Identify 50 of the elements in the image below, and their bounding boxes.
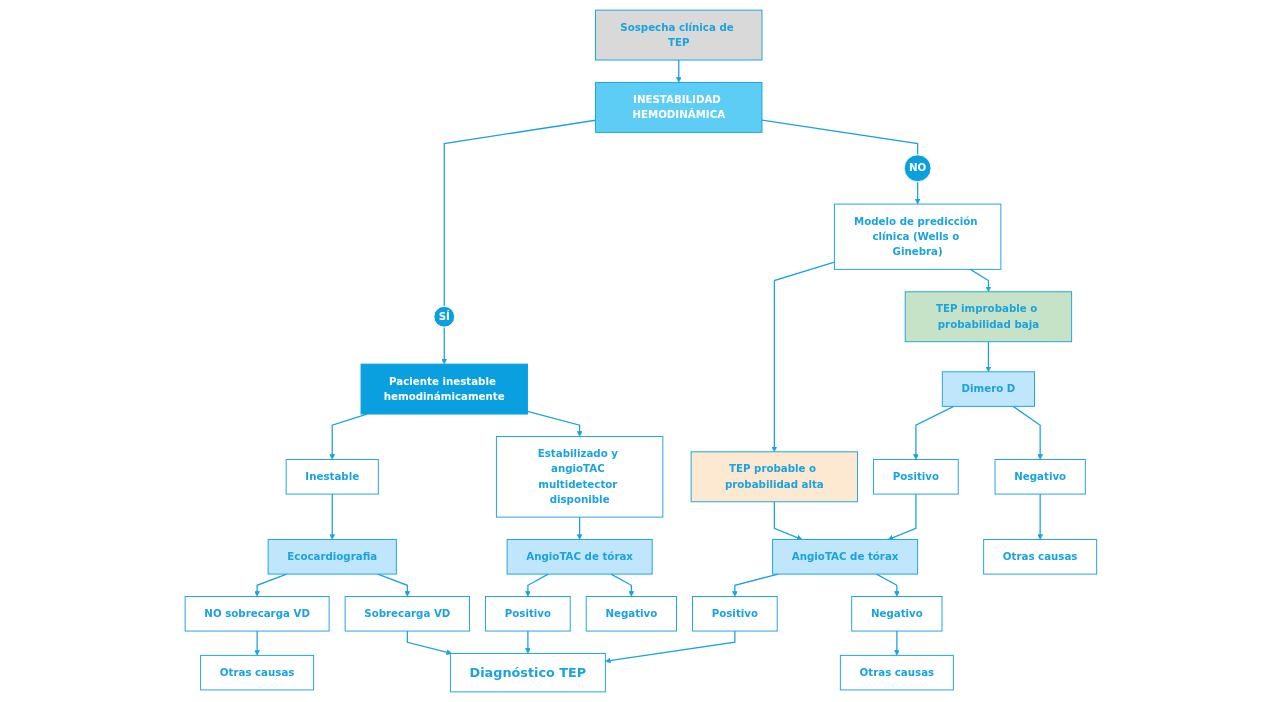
arrow bbox=[773, 501, 803, 541]
arrow bbox=[875, 573, 900, 597]
node-box: Modelo de predicción clínica (Wells o Ginebra) bbox=[834, 203, 1002, 270]
node-box: AngioTAC de tórax bbox=[506, 539, 653, 575]
arrow bbox=[526, 410, 583, 437]
arrow bbox=[771, 261, 836, 453]
node-box: AngioTAC de tórax bbox=[772, 539, 919, 575]
node-box: Paciente inestable hemodinámicamente bbox=[360, 363, 529, 415]
arrow bbox=[525, 630, 531, 654]
arrow bbox=[441, 326, 448, 365]
node-box: Sospecha clínica de TEP bbox=[595, 9, 763, 61]
arrow bbox=[605, 630, 736, 664]
arrow bbox=[576, 516, 583, 540]
node-box: Negativo bbox=[585, 596, 678, 632]
node-box: Positivo bbox=[873, 459, 959, 495]
arrow bbox=[610, 573, 635, 597]
node-box: Negativo bbox=[994, 459, 1086, 495]
node-box: Positivo bbox=[485, 596, 571, 632]
node-box: Otras causas bbox=[200, 654, 315, 691]
node-box: Otras causas bbox=[839, 654, 954, 691]
arrow bbox=[887, 493, 917, 541]
arrow bbox=[913, 405, 955, 460]
node-box: NO sobrecarga VD bbox=[184, 596, 330, 632]
arrow bbox=[969, 268, 992, 293]
connector bbox=[443, 119, 597, 307]
node-box: Otras causas bbox=[983, 539, 1098, 575]
node-box: Negativo bbox=[851, 596, 943, 632]
node-circle: SÍ bbox=[433, 305, 456, 328]
node-circle: NO bbox=[903, 154, 932, 183]
arrow bbox=[525, 573, 549, 597]
node-box: Inestable bbox=[285, 459, 379, 495]
node-box: Estabilizado y angioTAC multidetector disponible bbox=[496, 435, 664, 518]
arrow bbox=[985, 341, 992, 373]
node-box: Diagnóstico TEP bbox=[450, 653, 606, 693]
connector bbox=[761, 119, 919, 156]
node-box: Dimero D bbox=[941, 371, 1036, 407]
node-box: INESTABILIDAD HEMODINÁMICA bbox=[595, 81, 763, 133]
arrow bbox=[914, 181, 921, 205]
arrow bbox=[676, 59, 682, 83]
arrow bbox=[1012, 405, 1044, 460]
arrow bbox=[894, 630, 900, 656]
node-box: Sobrecarga VD bbox=[344, 596, 471, 632]
arrow bbox=[329, 493, 336, 540]
node-box: TEP improbable o probabilidad baja bbox=[904, 291, 1073, 343]
node-box: TEP probable o probabilidad alta bbox=[690, 451, 859, 503]
arrow bbox=[406, 630, 453, 655]
arrow bbox=[1037, 493, 1044, 540]
node-box: Positivo bbox=[692, 596, 778, 632]
node-box: Ecocardiografia bbox=[267, 539, 397, 575]
arrow bbox=[254, 630, 261, 656]
